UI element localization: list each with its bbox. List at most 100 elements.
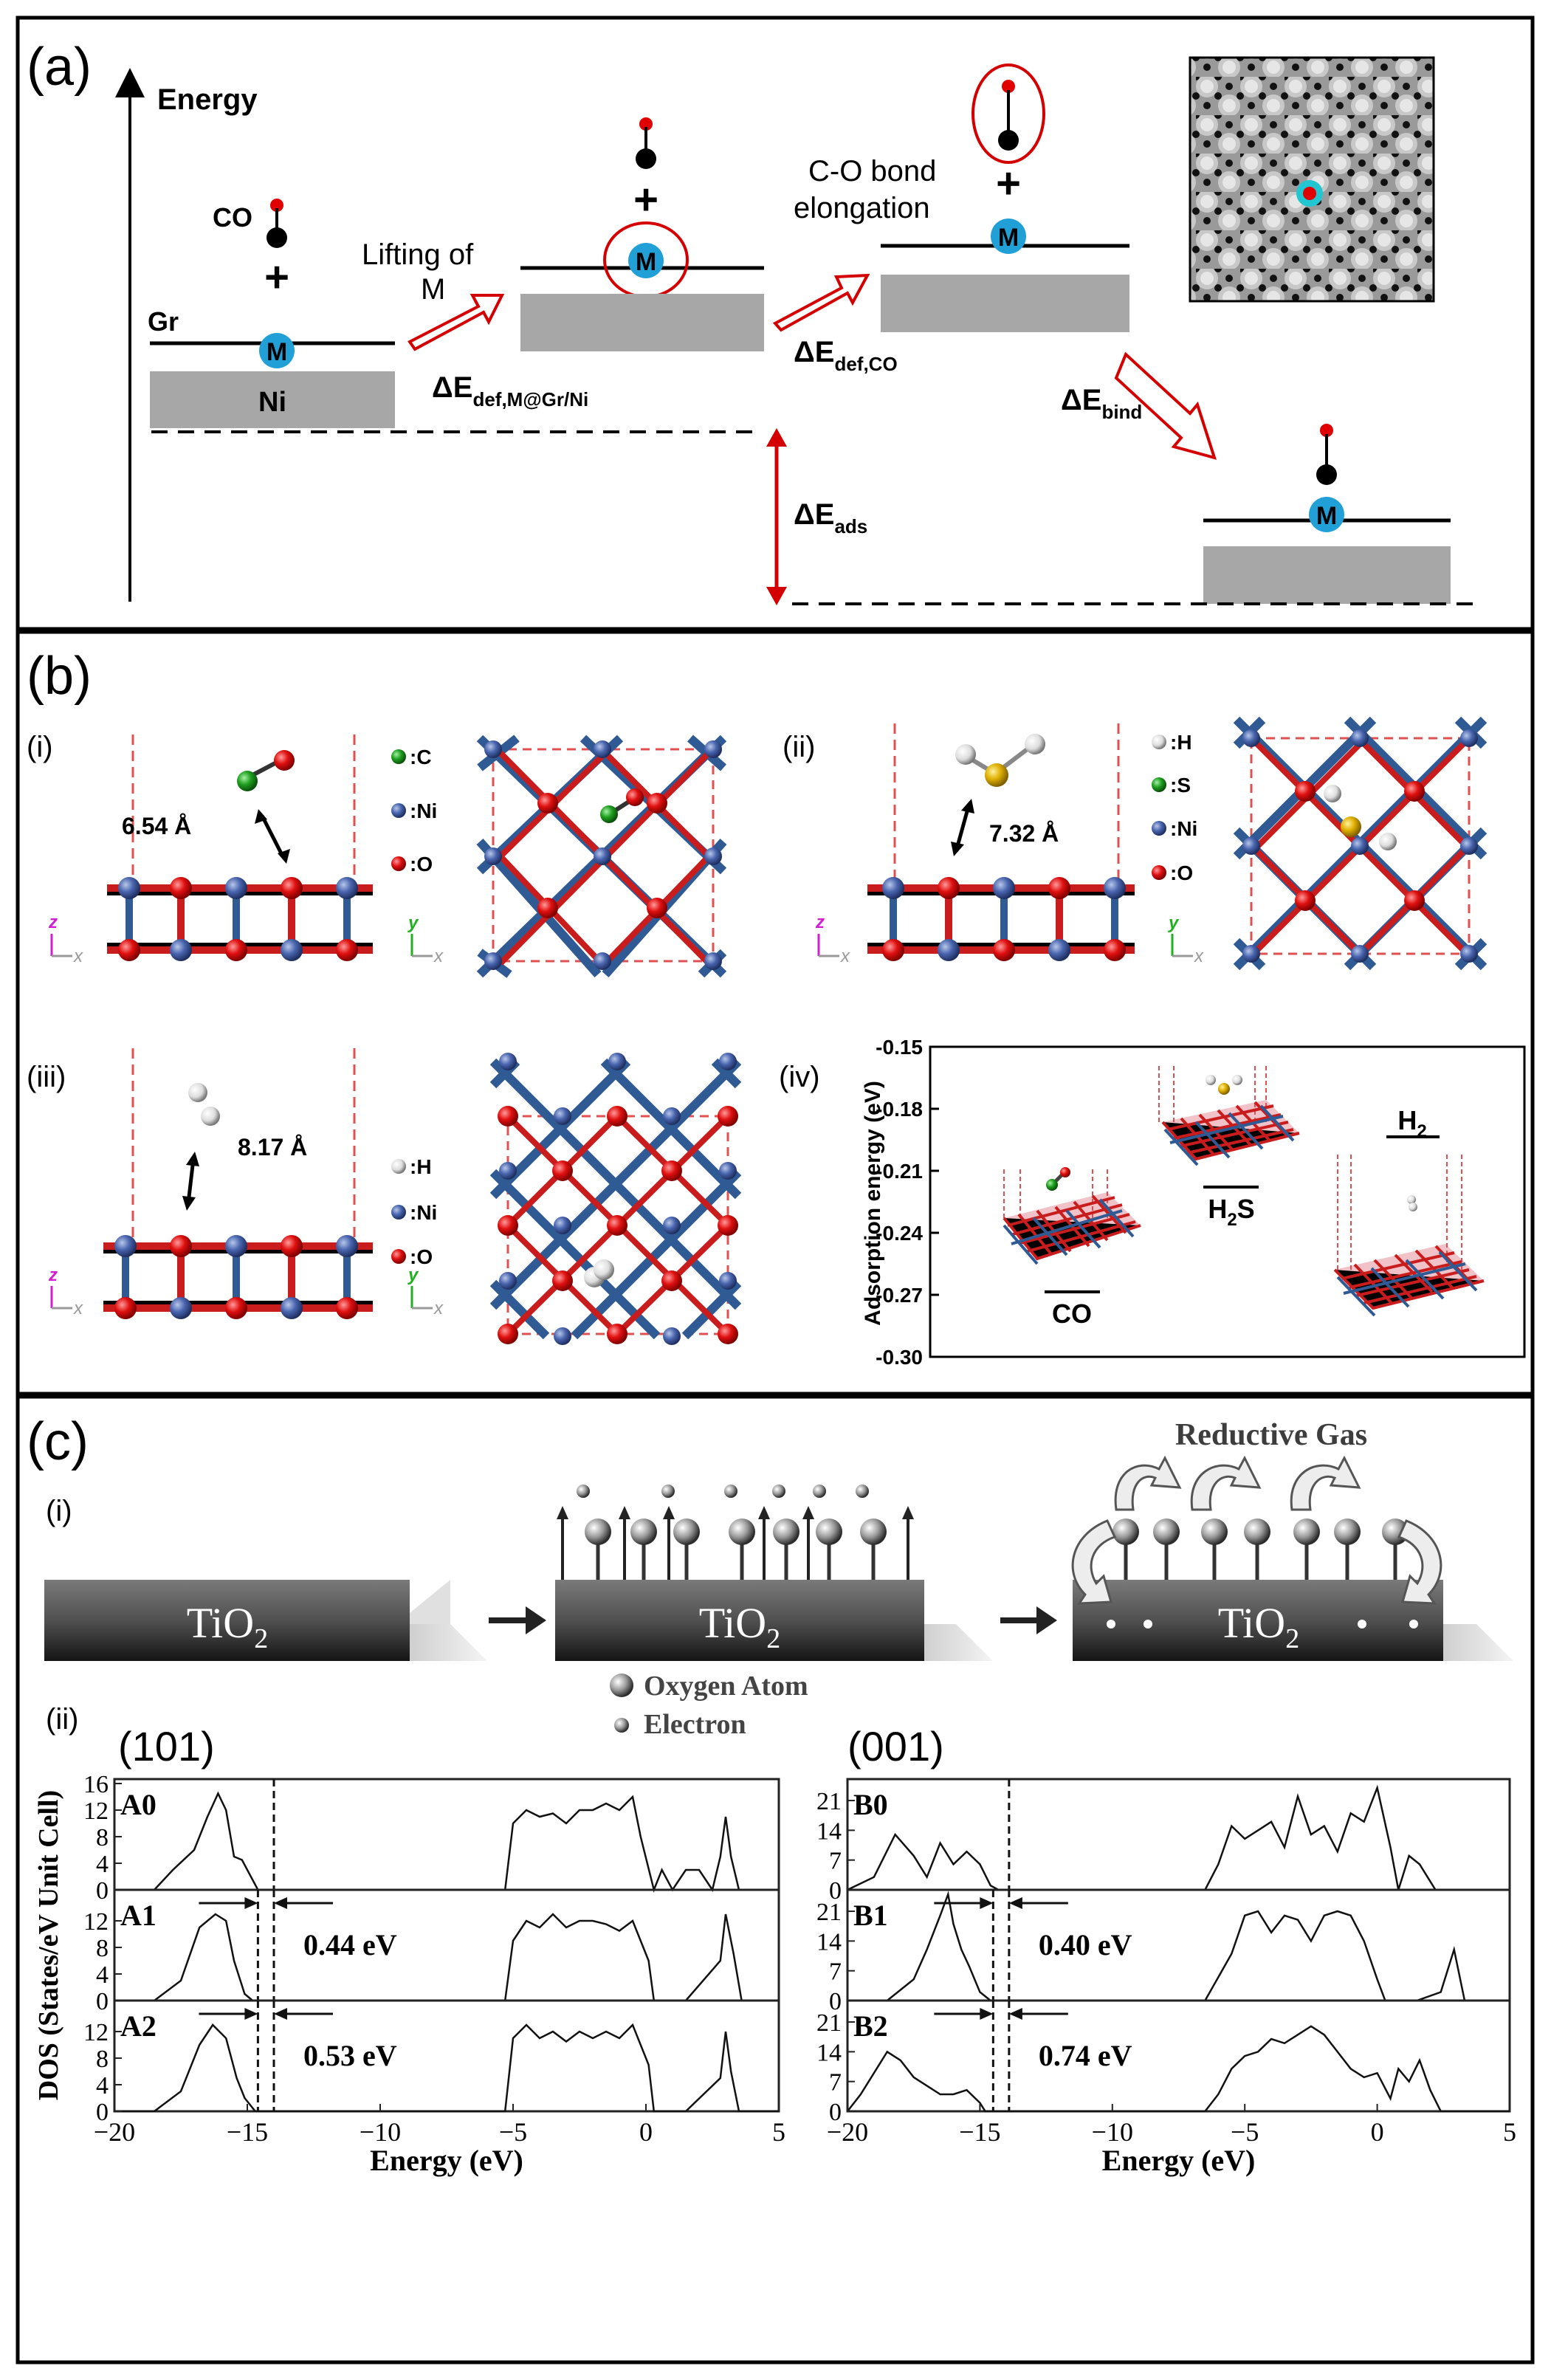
y-tick-label: 0 — [829, 1877, 842, 1905]
y-tick-label: -0.24 — [876, 1222, 923, 1245]
y-tick-label: 12 — [83, 1908, 109, 1936]
y-axis-label: Adsorption energy (eV) — [861, 1081, 885, 1326]
y-tick-label: 8 — [96, 1935, 109, 1962]
svg-text::O: :O — [410, 1245, 433, 1268]
x-tick-label: −15 — [227, 2117, 268, 2147]
svg-text:(i): (i) — [46, 1495, 72, 1527]
gap-arrowhead-right — [1008, 2008, 1022, 2020]
y-tick-label: 4 — [96, 1851, 109, 1878]
h2-label: H2 — [1397, 1105, 1426, 1141]
svg-text:TiO2: TiO2 — [699, 1599, 780, 1654]
svg-text::O: :O — [1170, 861, 1193, 884]
panel-a: (a) Energy CO + Gr M Ni Lifting of M ΔEd… — [16, 16, 1535, 631]
y-tick-label: 0 — [96, 1877, 109, 1905]
svg-text:x: x — [433, 946, 444, 966]
tio2-slab-2: TiO2 — [555, 1485, 993, 1661]
gap-annotation: 0.74 eV — [1039, 2039, 1132, 2072]
panel-a-label: (a) — [27, 38, 92, 97]
gr-label: Gr — [148, 306, 179, 337]
de-def-m-label: ΔEdef,M@Gr/Ni — [432, 371, 588, 410]
y-tick-label: 12 — [83, 2019, 109, 2046]
ni-substrate — [150, 371, 395, 428]
y-tick-label: 8 — [96, 1824, 109, 1851]
y-tick-label: 0 — [829, 1988, 842, 2015]
dos-line-a0 — [114, 1791, 779, 1894]
svg-text:TiO2: TiO2 — [1218, 1599, 1299, 1654]
x-tick-label: 0 — [1371, 2117, 1384, 2147]
x-tick-label: −15 — [959, 2117, 1000, 2147]
y-tick-label: 14 — [816, 1817, 842, 1845]
y-tick-label: 7 — [829, 1848, 842, 1875]
y-tick-label: 14 — [816, 2039, 842, 2066]
carbon-atom — [266, 227, 287, 248]
metal-atom — [259, 333, 295, 368]
top-view-atoms-i — [484, 740, 722, 970]
svg-text::H: :H — [1170, 731, 1192, 754]
co-label: CO — [1052, 1299, 1092, 1329]
svg-text:M: M — [421, 273, 445, 306]
x-tick-label: 0 — [639, 2117, 653, 2147]
svg-text:elongation: elongation — [794, 192, 930, 224]
x-tick-label: −20 — [94, 2117, 135, 2147]
lifting-label: Lifting of — [362, 238, 474, 271]
svg-text:x: x — [433, 1299, 444, 1318]
svg-text::H: :H — [410, 1155, 432, 1178]
plus-sign: + — [264, 253, 289, 301]
y-tick-label: 8 — [96, 2046, 109, 2073]
series-label: A0 — [120, 1788, 157, 1821]
gap-arrowhead-left — [980, 2008, 994, 2020]
x-tick-label: 5 — [1503, 2117, 1516, 2147]
svg-text::Ni: :Ni — [1170, 817, 1197, 840]
gap-arrowhead-left — [980, 1897, 994, 1909]
gap-arrowhead-right — [1008, 1897, 1022, 1909]
panel-c: (c) (i) TiO2 TiO2 — [16, 1394, 1535, 2364]
oxygen-atom — [270, 199, 283, 212]
x-tick-label: −5 — [499, 2117, 527, 2147]
gap-arrowhead-left — [244, 1897, 258, 1909]
svg-text:z: z — [815, 912, 825, 932]
de-bind-label: ΔEbind — [1061, 384, 1142, 423]
svg-text:(iv): (iv) — [779, 1061, 820, 1093]
svg-text:y: y — [1168, 913, 1180, 933]
y-tick-label: 4 — [96, 1961, 109, 1989]
oxygen-atom-legend — [610, 1674, 633, 1697]
series-label: A1 — [120, 1899, 157, 1932]
svg-text:M: M — [1316, 502, 1337, 530]
svg-text:TiO2: TiO2 — [187, 1599, 268, 1654]
y-tick-label: -0.15 — [876, 1036, 923, 1059]
electron-legend — [614, 1718, 629, 1733]
y-tick-label: 0 — [829, 2099, 842, 2126]
de-ads-label: ΔEads — [794, 498, 867, 537]
y-tick-label: 14 — [816, 1928, 842, 1956]
svg-text:x: x — [73, 1299, 83, 1318]
svg-text:Ni: Ni — [258, 387, 286, 418]
y-tick-label: 21 — [816, 2009, 842, 2037]
svg-text:y: y — [407, 1265, 419, 1285]
svg-text:Electron: Electron — [644, 1709, 746, 1740]
h2s-label: H2S — [1208, 1194, 1254, 1230]
gap-annotation: 0.40 eV — [1039, 1928, 1132, 1961]
dos-line-a1 — [114, 1913, 779, 2002]
y-tick-label: 4 — [96, 2072, 109, 2099]
y-tick-label: -0.18 — [876, 1098, 923, 1121]
distance-label-ii: 7.32 Å — [989, 820, 1059, 847]
x-tick-label: −5 — [1231, 2117, 1259, 2147]
svg-text:x: x — [840, 946, 850, 966]
panel-b: (b) (i) 6.54 Å — [16, 630, 1535, 1396]
series-label: B0 — [853, 1788, 888, 1821]
series-label: B1 — [853, 1899, 888, 1932]
y-tick-label: 0 — [96, 1988, 109, 2015]
dos-line-b0 — [847, 1784, 1510, 1891]
tio2-slab-1: TiO2 — [44, 1580, 487, 1661]
y-tick-label: 16 — [83, 1771, 109, 1798]
dos-line-a2 — [114, 2023, 779, 2113]
svg-text:(ii): (ii) — [783, 731, 815, 763]
svg-text:x: x — [73, 946, 83, 966]
red-arrow — [407, 294, 505, 351]
x-tick-label: −10 — [1092, 2117, 1133, 2147]
gap-arrowhead-right — [274, 2008, 287, 2020]
series-label: A2 — [120, 2009, 157, 2043]
svg-text:(ii): (ii) — [46, 1703, 78, 1736]
svg-text:+: + — [996, 159, 1021, 207]
